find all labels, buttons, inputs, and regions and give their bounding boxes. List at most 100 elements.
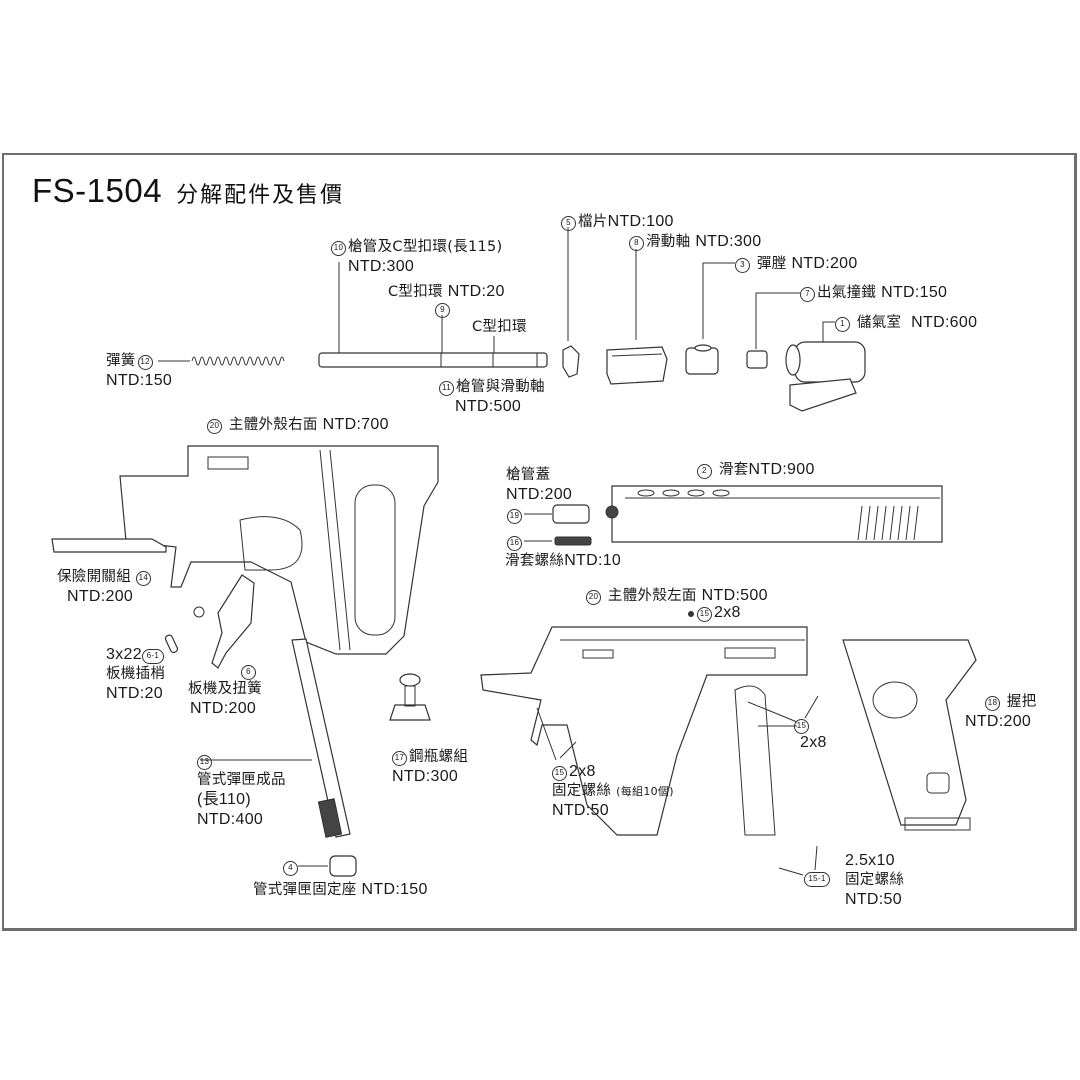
part-price: NTD:400 xyxy=(197,811,264,828)
part-price: NTD:900 xyxy=(748,461,815,478)
part-note: (長110) xyxy=(197,791,251,808)
part-price: NTD:500 xyxy=(455,398,522,415)
part-note: (每組10個) xyxy=(616,785,674,798)
part-number-badge: 2 xyxy=(697,463,712,479)
co2-screw-part-17 xyxy=(389,673,431,721)
safety-part-14 xyxy=(51,538,167,553)
trigger-part-6 xyxy=(164,574,255,669)
part-price: NTD:150 xyxy=(881,284,948,301)
part-number-badge: 15 xyxy=(794,718,809,734)
part-number-badge: 16 xyxy=(507,535,522,551)
label-part-4: 管式彈匣固定座 NTD:150 xyxy=(253,880,428,900)
label-c-ring: C型扣環 xyxy=(472,318,527,337)
barrel-part-11 xyxy=(318,262,548,368)
part-price: NTD:150 xyxy=(106,372,173,389)
part-name: 主體外殼左面 xyxy=(607,588,697,604)
label-part-14: 保險開關組 14 NTD:200 xyxy=(57,568,153,607)
label-part-18: 18 握把 NTD:200 xyxy=(965,693,1037,732)
part-price: NTD:600 xyxy=(911,314,978,331)
label-part-6: 板機及扭簧 NTD:200 xyxy=(188,680,262,719)
nozzle-part-7 xyxy=(746,292,800,369)
part-price: NTD:500 xyxy=(701,587,768,604)
part-number-badge: 19 xyxy=(507,508,522,524)
slide-screw-part-16 xyxy=(524,536,592,546)
label-part-9-number: 9 xyxy=(435,300,452,319)
label-screws-grip-spec: 2x8 xyxy=(800,733,827,753)
part-number-badge: 13 xyxy=(197,754,212,770)
slide-part-2 xyxy=(605,485,943,543)
part-number-badge: 15 xyxy=(697,606,712,622)
label-part-15-1-number: 15-1 xyxy=(804,869,832,888)
block-part-5 xyxy=(562,227,580,378)
part-name: 主體外殼右面 xyxy=(228,417,318,433)
diagram-title: FS-1504 分解配件及售價 xyxy=(32,172,344,210)
barrel-cap-part-19 xyxy=(524,504,590,524)
part-number-badge: 6-1 xyxy=(141,648,164,664)
part-price: NTD:20 xyxy=(447,283,505,300)
part-price: NTD:700 xyxy=(322,416,389,433)
part-name: 管式彈匣固定座 xyxy=(253,882,357,898)
part-price: NTD:50 xyxy=(845,891,902,908)
part-name: 板機及扭簧 xyxy=(188,681,262,697)
title-subtitle: 分解配件及售價 xyxy=(176,183,345,208)
part-number-badge: 4 xyxy=(283,860,298,876)
label-part-19-number: 19 xyxy=(507,506,524,525)
label-part-2: 2 滑套NTD:900 xyxy=(697,460,815,480)
magazine-tube-part-13 xyxy=(200,638,351,838)
label-part-4-number: 4 xyxy=(283,858,300,877)
part-name: 固定螺絲 xyxy=(552,783,612,799)
part-number-badge: 9 xyxy=(435,302,450,318)
part-number-badge: 5 xyxy=(561,215,576,231)
label-part-20-right: 20 主體外殼右面 NTD:700 xyxy=(207,415,389,435)
part-name: 握把 xyxy=(1006,694,1037,710)
model-number: FS-1504 xyxy=(32,172,163,209)
part-name: 彈膛 xyxy=(756,256,787,272)
label-part-3: 3 彈膛 NTD:200 xyxy=(735,254,858,274)
reservoir-part-1 xyxy=(785,321,866,412)
part-name: 出氣撞鐵 xyxy=(817,285,877,301)
label-part-1: 1 儲氣室 NTD:600 xyxy=(835,313,977,333)
part-number-badge: 17 xyxy=(392,750,407,766)
magazine-base-part-4 xyxy=(298,855,357,877)
part-number-badge: 12 xyxy=(137,354,153,370)
part-name: 檔片 xyxy=(578,214,608,230)
part-price: NTD:200 xyxy=(965,713,1032,730)
label-part-15-1: 2.5x10 固定螺絲 NTD:50 xyxy=(845,851,904,910)
part-name: 保險開關組 xyxy=(57,569,131,585)
part-number-badge: 3 xyxy=(735,257,750,273)
part-name: 滑套 xyxy=(718,462,749,478)
chamber-part-3 xyxy=(685,262,735,375)
frame-left-part-20 xyxy=(480,626,808,836)
part-name: 槍管與滑動軸 xyxy=(456,379,545,395)
part-number-badge: 18 xyxy=(985,695,1000,711)
label-part-16: 滑套螺絲NTD:10 xyxy=(505,551,621,571)
label-screws-grip-number: 15 xyxy=(794,716,811,735)
part-number-badge: 7 xyxy=(800,286,815,302)
part-number-badge: 14 xyxy=(135,570,151,586)
part-price: NTD:50 xyxy=(552,802,609,819)
part-name: 固定螺絲 xyxy=(845,872,905,888)
part-name: 槍管及C型扣環(長115) xyxy=(348,239,503,255)
grip-part-18 xyxy=(842,639,977,831)
part-name: 滑動軸 xyxy=(646,234,691,250)
part-price: NTD:200 xyxy=(791,255,858,272)
screw-leaders-15 xyxy=(536,695,819,876)
part-price: NTD:300 xyxy=(695,233,762,250)
slide-shaft-part-8 xyxy=(606,249,668,385)
part-name: C型扣環 xyxy=(388,284,443,300)
part-spec: 2.5x10 xyxy=(845,852,895,869)
label-part-16-number: 16 xyxy=(507,533,524,552)
part-price: NTD:100 xyxy=(607,213,674,230)
part-number-badge: 15-1 xyxy=(804,871,830,887)
screw-icon xyxy=(688,611,694,617)
part-price: NTD:20 xyxy=(106,685,163,702)
part-price: NTD:150 xyxy=(361,881,428,898)
part-number-badge: 20 xyxy=(207,418,222,434)
spring-part-12 xyxy=(158,356,285,366)
label-part-19: 槍管蓋 NTD:200 xyxy=(506,466,572,505)
